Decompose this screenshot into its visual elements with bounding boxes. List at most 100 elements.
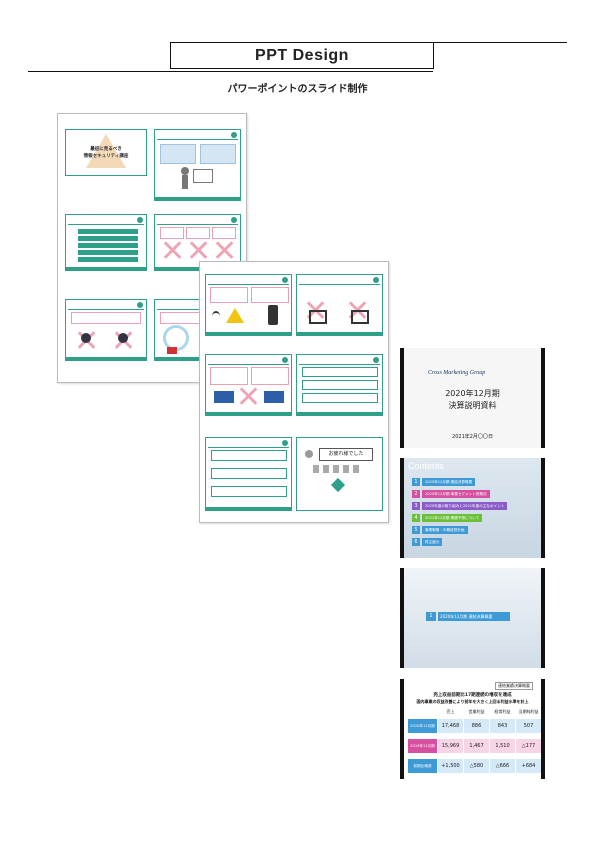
- slide-header: [208, 277, 289, 285]
- slide-footer: [155, 197, 240, 200]
- slide-thumb-laptops: ✕: [205, 354, 292, 416]
- warning-box: [251, 367, 289, 385]
- page-title-box: PPT Design: [170, 43, 434, 69]
- flow-step: [302, 367, 378, 377]
- slide-thumb-flow: [296, 354, 383, 416]
- speech-bubble: お疲れ様でした: [319, 448, 373, 461]
- results-tag: 連結業績決算概要: [495, 682, 533, 690]
- logo-icon: [282, 277, 288, 283]
- results-headline-2: 国内事業の収益改善により前年を大きく上回る利益水準を計上: [416, 699, 529, 704]
- page-title: PPT Design: [255, 46, 349, 64]
- slide-footer: [297, 332, 382, 335]
- brand-logo: Cross Marketing Group: [428, 370, 486, 376]
- slide-thumb-flow2: [205, 437, 292, 511]
- slide-header: [208, 440, 289, 448]
- table-cell: +684: [516, 759, 541, 773]
- contents-item-number: 6: [412, 538, 420, 546]
- slide-footer: [155, 357, 240, 360]
- notice-box: [160, 312, 202, 324]
- slide-footer: [206, 412, 291, 415]
- section-number: 1: [426, 612, 436, 621]
- logo-icon: [282, 357, 288, 363]
- contents-item-number: 4: [412, 514, 420, 522]
- avatar: [305, 450, 313, 458]
- warning-box: [210, 287, 248, 303]
- warning-box: [210, 367, 248, 385]
- header-top-line: [170, 42, 567, 43]
- slide-header: [157, 217, 238, 225]
- slide-thumb-network: [205, 274, 292, 336]
- whiteboard-icon: [193, 169, 213, 183]
- slide-header: [68, 217, 144, 225]
- slide-edge: [400, 568, 404, 668]
- table-header: 営業利益: [468, 709, 485, 714]
- slide-edge: [400, 348, 404, 448]
- monitor-icon: [309, 310, 327, 324]
- table-header: 当期純利益: [518, 709, 539, 714]
- slide-edge: [400, 679, 404, 779]
- page-subtitle: パワーポイントのスライド制作: [227, 84, 368, 95]
- agenda-item: [78, 236, 138, 241]
- table-cell: 886: [464, 719, 489, 733]
- warning-box: [186, 227, 210, 239]
- contents-item-label: 事業戦略・中期経営計画: [422, 526, 468, 534]
- smartphone-icon: [268, 305, 278, 325]
- flow-step: [211, 468, 287, 479]
- flow-step: [302, 393, 378, 403]
- logo-icon: [373, 277, 379, 283]
- contents-item-label: 2020年度の取り組みと2021年度の主なポイント: [422, 502, 508, 510]
- slide-thumb-agenda: [65, 214, 147, 271]
- text-box: [200, 144, 236, 164]
- table-cell: 1,467: [464, 739, 489, 753]
- flow-step: [211, 450, 287, 461]
- slide-thumb-title: 最初に見るべき 情報セキュリティ講座: [65, 129, 147, 176]
- table-header: 売上: [446, 709, 455, 714]
- agenda-item: [78, 257, 138, 262]
- header-bottom-line: [28, 71, 433, 72]
- agenda-item: [78, 250, 138, 255]
- warning-triangle-icon: [86, 134, 126, 168]
- table-cell: △666: [490, 759, 515, 773]
- warning-box: [212, 227, 236, 239]
- slide-edge: [541, 348, 545, 448]
- cross-mark-icon: ✕: [236, 380, 262, 415]
- cover-date: 2021年2月〇〇日: [452, 434, 493, 440]
- slide-footer: [206, 507, 291, 510]
- table-cell: 15,969: [438, 739, 463, 753]
- contents-item-number: 1: [412, 478, 420, 486]
- slide-thumb-presenter: [154, 129, 241, 201]
- section-label: 2020年12月期 連結決算概要: [438, 612, 510, 621]
- slide-edge: [541, 679, 545, 779]
- table-cell: 1,510: [490, 739, 515, 753]
- text-box: [160, 144, 196, 164]
- twitter-icon: [118, 333, 128, 343]
- table-cell: 843: [490, 719, 515, 733]
- slide-footer: [66, 357, 146, 360]
- slide-title-line2: 情報セキュリティ講座: [83, 154, 129, 159]
- contents-item-label: 2021年12月期 業績予想について: [422, 514, 483, 522]
- slide-edge: [541, 568, 545, 668]
- table-cell: 507: [516, 719, 541, 733]
- shopping-cart-icon: [351, 310, 369, 324]
- slide-thumb-end: お疲れ様でした: [296, 437, 383, 511]
- warning-box: [160, 227, 184, 239]
- agenda-item: [78, 243, 138, 248]
- mail-icon: [167, 347, 177, 354]
- slide-results: 連結業績決算概要 売上収益前期比17期連続の増収を達成 国内事業の収益改善により…: [400, 679, 545, 779]
- contents-item-label: 2020年12月期 連結決算概要: [422, 478, 476, 486]
- slide-footer: [155, 267, 240, 270]
- cover-title-line1: 2020年12月期: [445, 389, 500, 398]
- table-cell: △177: [516, 739, 541, 753]
- slide-header: [157, 302, 238, 310]
- slide-footer: [66, 267, 146, 270]
- flow-step: [302, 380, 378, 390]
- laptop-icon: [214, 391, 234, 403]
- contents-item-number: 3: [412, 502, 420, 510]
- table-row-label: 2019年12月期: [408, 739, 437, 753]
- table-cell: △580: [464, 759, 489, 773]
- flow-step: [211, 486, 287, 497]
- slide-header: [157, 132, 238, 140]
- slide-title-line1: 最初に見るべき: [90, 147, 122, 152]
- notice-box: [71, 312, 141, 324]
